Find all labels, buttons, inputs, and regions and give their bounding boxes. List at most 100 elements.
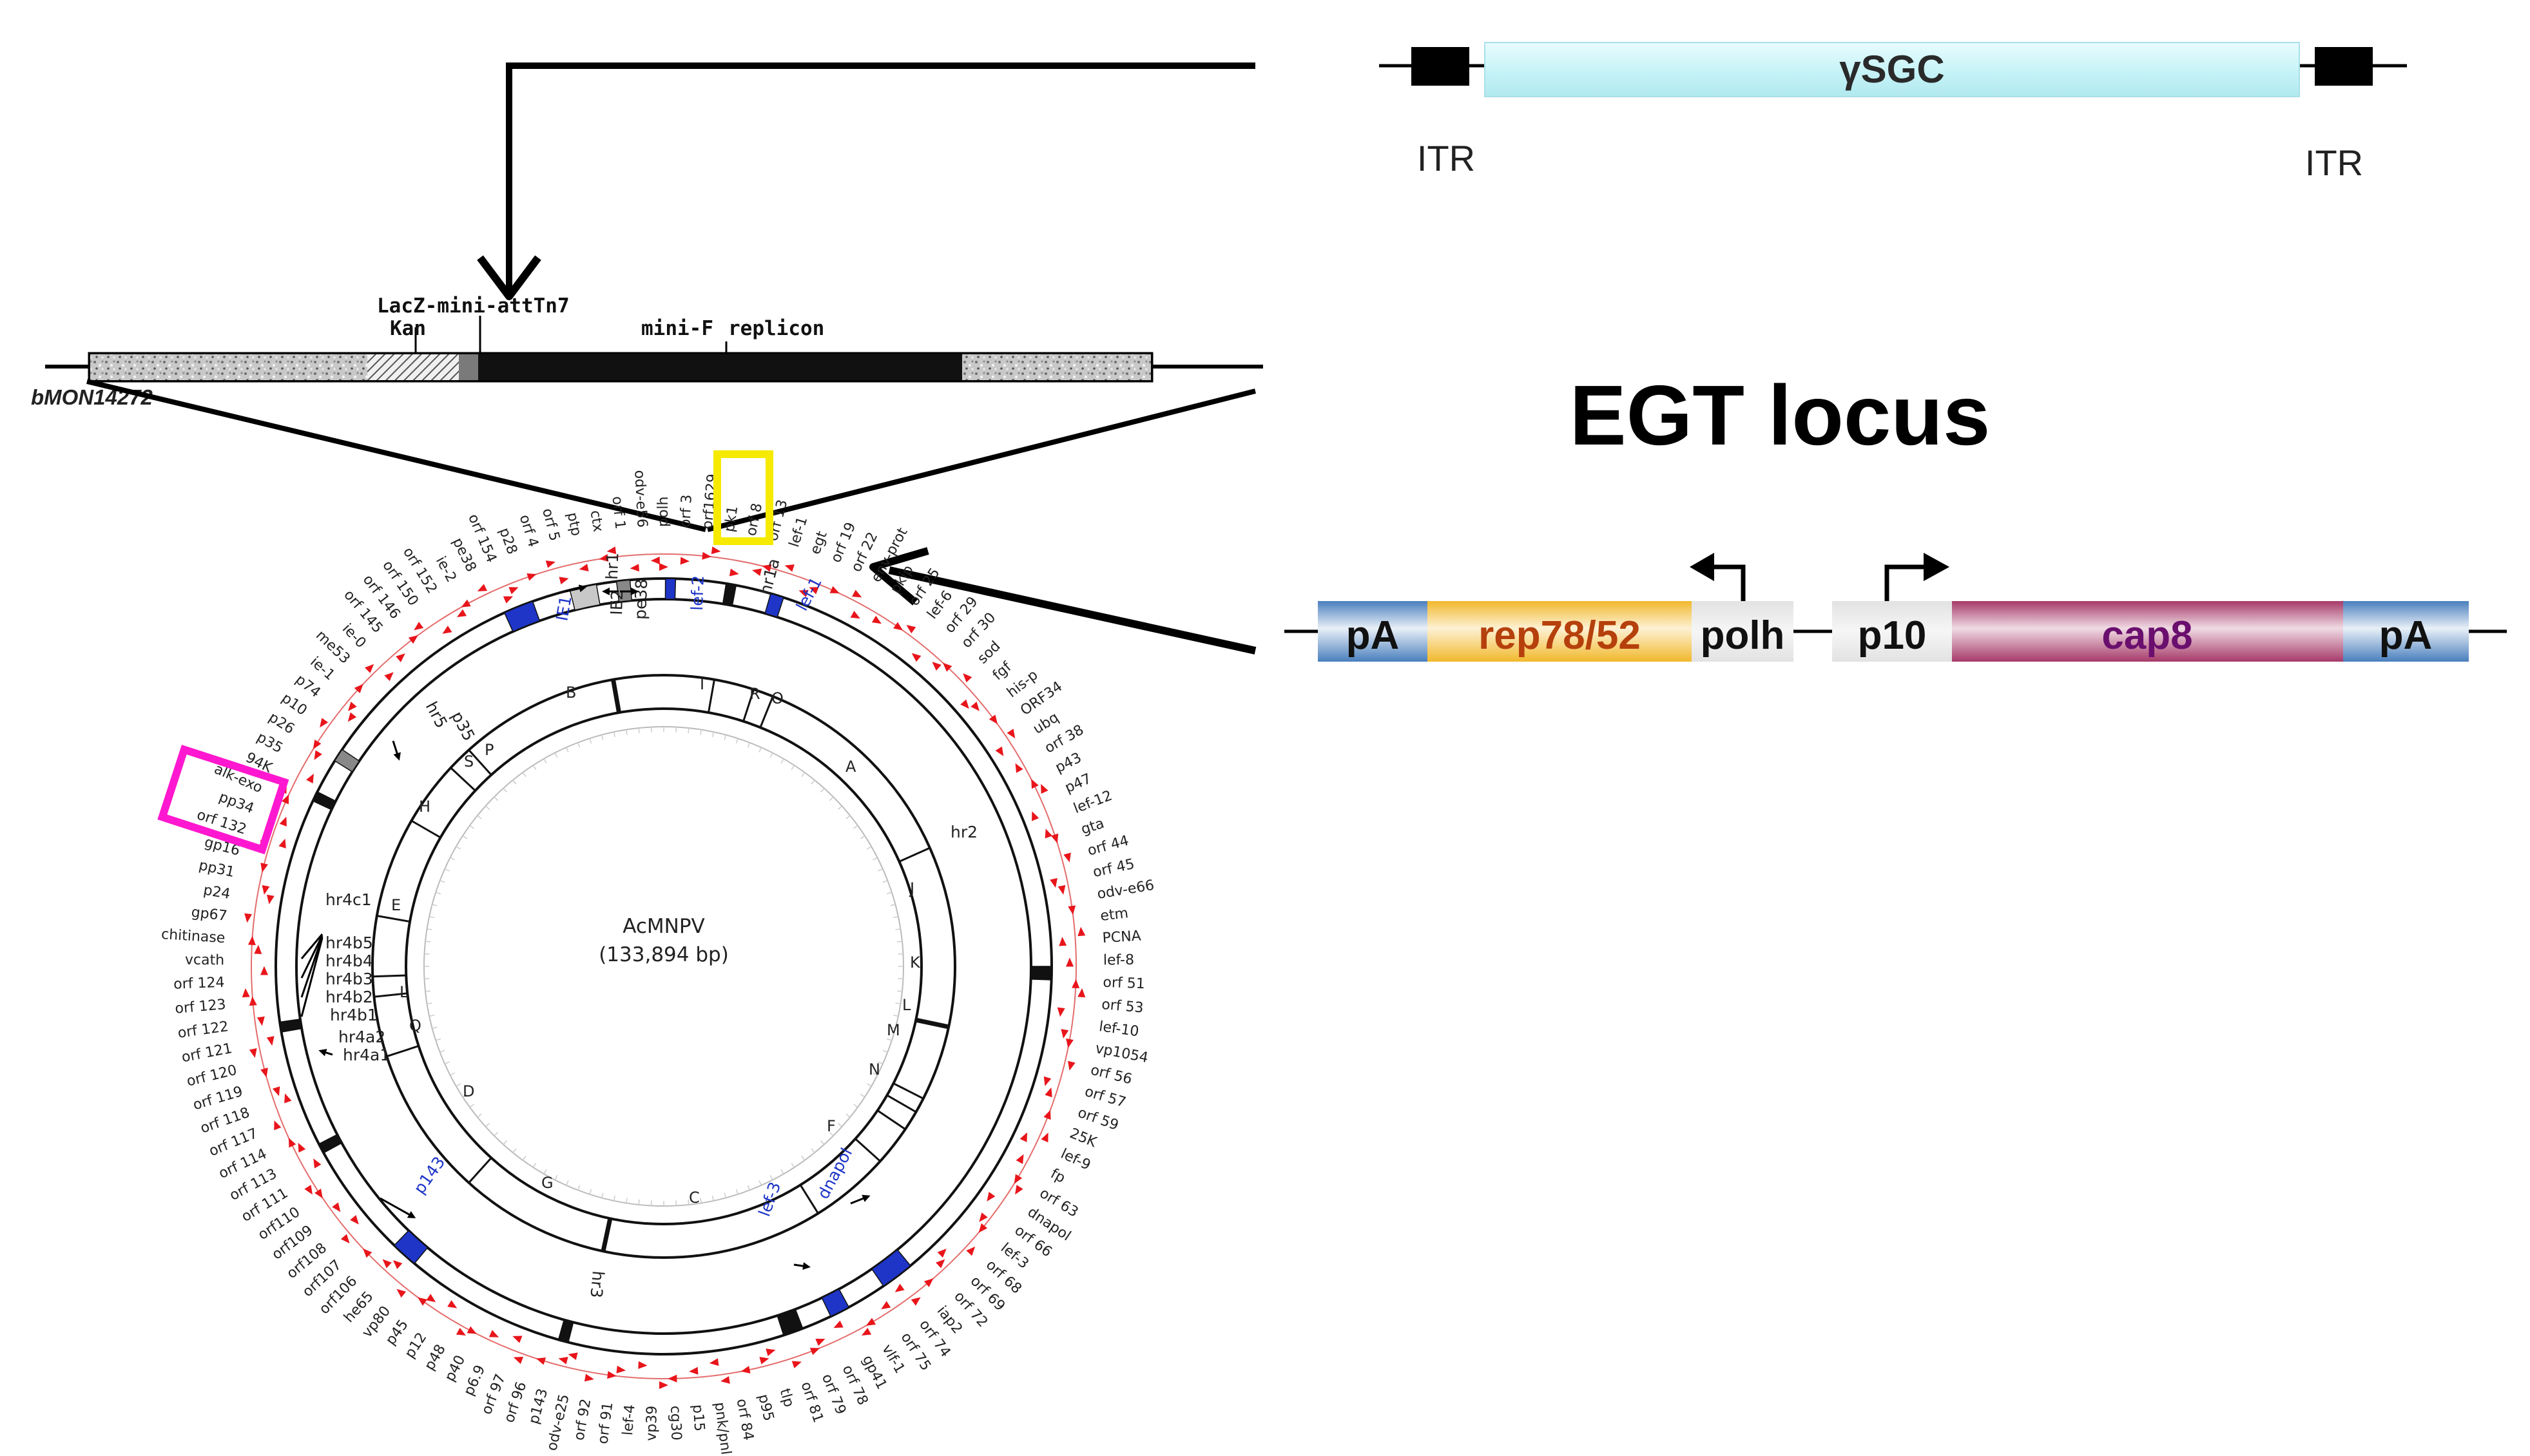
segment-label: O — [771, 689, 784, 707]
scale-tick — [435, 892, 441, 895]
rep-label: rep78/52 — [1478, 613, 1641, 658]
scale-tick — [477, 815, 482, 819]
scale-tick — [893, 915, 899, 919]
scale-tick — [429, 915, 435, 919]
segment-label: B — [566, 684, 576, 702]
orf-label: orf 44 — [1086, 833, 1131, 859]
bacmid-left-flank — [90, 354, 367, 380]
orf-arrow — [923, 1278, 934, 1287]
segment-label: H — [419, 798, 430, 816]
scale-tick — [735, 738, 739, 744]
gsgc-insert-bar — [1484, 42, 2300, 97]
kan-region — [367, 354, 459, 380]
orf-arrow — [995, 746, 1004, 756]
polh-direction-arrow — [1701, 564, 1746, 601]
orf-arrow — [1045, 1087, 1052, 1098]
orf-arrow — [766, 1348, 776, 1356]
blue-gene-label: dnapol — [814, 1145, 856, 1202]
scale-tick — [626, 729, 628, 735]
orf-arrow — [1045, 829, 1052, 839]
orf-label: p143 — [526, 1387, 551, 1426]
replicon-label: replicon — [728, 317, 824, 340]
gene-block — [557, 1319, 574, 1343]
orf-label: p35 — [254, 729, 285, 756]
orf-arrow — [414, 622, 424, 631]
scale-tick — [503, 788, 507, 792]
orf-arrow — [702, 551, 711, 560]
orf-label: fp — [1048, 1166, 1068, 1187]
p10-label: p10 — [1858, 613, 1927, 658]
orf-arrow — [1041, 783, 1048, 794]
orf-label: p24 — [202, 882, 231, 903]
orf-arrow — [272, 1086, 280, 1097]
scale-tick — [890, 1026, 896, 1030]
polh-label: polh — [1701, 613, 1785, 658]
orf-arrow — [249, 1048, 257, 1058]
orf-arrow — [545, 560, 555, 568]
orf-label: orf 120 — [185, 1062, 238, 1090]
scale-tick — [811, 1148, 815, 1153]
orf-label: p43 — [1053, 750, 1085, 776]
scale-tick — [477, 1113, 482, 1118]
orf-arrow — [396, 1288, 407, 1298]
orf-arrow — [559, 577, 569, 585]
scale-tick — [829, 1131, 834, 1136]
gene-label: IE2 — [607, 589, 626, 615]
orf-label: lef-4 — [620, 1404, 639, 1436]
scale-tick — [512, 1148, 517, 1153]
zoom-lines — [86, 379, 1256, 532]
orf-arrow — [791, 1361, 802, 1368]
orf-arrow — [461, 599, 471, 608]
orf-arrow — [477, 584, 488, 591]
orf-arrow — [809, 1348, 820, 1355]
scale-tick — [503, 1140, 507, 1145]
hr-label: hr4b4 — [325, 952, 373, 970]
orf-arrow — [467, 1326, 477, 1334]
segment-label: A — [845, 758, 856, 776]
scale-tick — [566, 1180, 569, 1186]
gene-block — [664, 578, 677, 600]
orf-arrow — [1068, 905, 1076, 915]
scale-tick — [577, 742, 581, 748]
segment-label: F — [827, 1117, 836, 1135]
scale-tick — [791, 765, 795, 771]
scale-tick — [886, 892, 893, 895]
scale-tick — [462, 835, 468, 839]
scale-tick — [724, 1193, 727, 1198]
gene-block — [1030, 966, 1052, 981]
itr-left-box — [1411, 47, 1469, 86]
orf-arrow — [447, 1300, 458, 1308]
gene-block — [312, 791, 337, 810]
orf-label: odv-e25 — [544, 1393, 572, 1453]
scale-tick — [456, 846, 461, 850]
orf-label: lef-1 — [786, 515, 811, 549]
gene-block — [821, 1288, 850, 1317]
scale-tick — [895, 1002, 901, 1004]
orf-arrow — [288, 1138, 296, 1148]
orf-label: orf 8 — [743, 502, 766, 537]
orf-arrow — [320, 718, 329, 728]
scale-tick — [425, 941, 431, 943]
scale-tick — [543, 758, 547, 764]
orf-label: cg30 — [667, 1405, 684, 1441]
scale-tick — [427, 928, 432, 930]
scale-tick — [845, 1113, 851, 1118]
orf-arrow — [852, 589, 862, 598]
orf-arrow — [503, 596, 514, 604]
orf-arrow — [418, 1297, 427, 1306]
bacmid-name-label: bMON14272 — [31, 385, 153, 409]
pa-left-label: pA — [1346, 613, 1400, 658]
scale-tick — [566, 747, 569, 752]
hr-label: hr4b3 — [325, 970, 373, 988]
scale-tick — [700, 729, 702, 735]
orf-label: orf 53 — [1101, 997, 1144, 1017]
orf-arrow — [1072, 979, 1080, 989]
orf-arrow — [426, 1294, 436, 1303]
segment-boundary — [898, 847, 931, 863]
orf-label: p15 — [689, 1404, 707, 1432]
lacz-label: LacZ-mini-attTn7 — [377, 294, 570, 318]
segment-label: N — [869, 1060, 880, 1078]
orf-arrow — [762, 564, 772, 572]
orf-arrow — [1063, 852, 1071, 863]
orf-arrow — [247, 935, 256, 946]
